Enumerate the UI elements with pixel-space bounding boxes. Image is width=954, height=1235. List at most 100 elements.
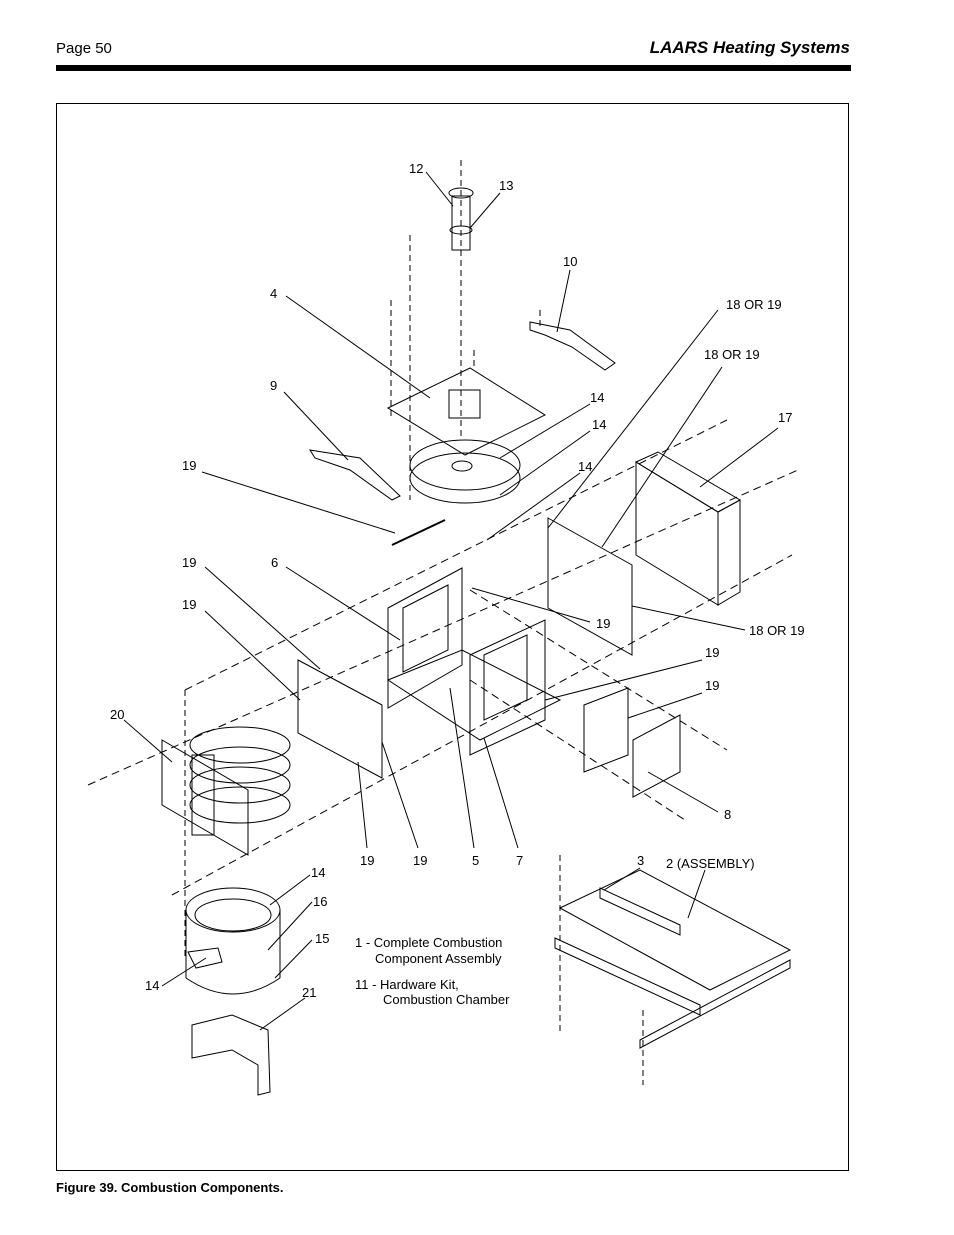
label-12: 12 bbox=[409, 161, 423, 176]
label-4: 4 bbox=[270, 286, 277, 301]
legend-item-1-line-2: Component Assembly bbox=[375, 951, 502, 966]
base-rail-front bbox=[554, 937, 701, 1016]
burner-can-top bbox=[185, 887, 281, 933]
coil-ring-3 bbox=[189, 766, 291, 804]
leader-19h bbox=[381, 741, 419, 849]
label-19-b: 19 bbox=[182, 555, 196, 570]
housing-side bbox=[717, 499, 741, 606]
housing-front bbox=[635, 461, 719, 606]
label-17: 17 bbox=[778, 410, 792, 425]
assembly-line-top bbox=[184, 419, 728, 691]
leader-10 bbox=[556, 269, 571, 333]
bracket-part-9 bbox=[308, 449, 401, 501]
leader-14b bbox=[499, 430, 591, 496]
leader-3 bbox=[603, 867, 641, 891]
cover-plate-8 bbox=[632, 714, 681, 798]
header-plate-20 bbox=[161, 739, 249, 856]
door-window bbox=[402, 584, 449, 673]
coil-ring-4 bbox=[189, 786, 291, 824]
label-15: 15 bbox=[315, 931, 329, 946]
leader-19b bbox=[204, 566, 321, 670]
side-panel-19 bbox=[297, 659, 383, 779]
top-plate-4 bbox=[386, 367, 547, 456]
label-19-h: 19 bbox=[413, 853, 427, 868]
baffle-part-10 bbox=[529, 321, 616, 371]
leader-21 bbox=[259, 997, 306, 1031]
leader-18-top bbox=[547, 309, 719, 529]
leader-15 bbox=[274, 939, 313, 979]
door-panel-6 bbox=[387, 567, 463, 709]
label-14-d: 14 bbox=[311, 865, 325, 880]
small-panel-19 bbox=[583, 687, 629, 773]
label-19-e: 19 bbox=[705, 645, 719, 660]
label-14-e: 14 bbox=[145, 978, 159, 993]
label-9: 9 bbox=[270, 378, 277, 393]
burner-can-bottom bbox=[185, 977, 281, 995]
figure-frame bbox=[56, 103, 849, 1171]
chamber-side-7 bbox=[469, 619, 546, 756]
leader-17 bbox=[699, 427, 779, 488]
label-16: 16 bbox=[313, 894, 327, 909]
label-19-a: 19 bbox=[182, 458, 196, 473]
flue-collar-band bbox=[449, 225, 473, 235]
legend-item-11-line-2: Combustion Chamber bbox=[383, 992, 510, 1007]
label-14-b: 14 bbox=[592, 417, 606, 432]
page-number: Page 50 bbox=[56, 40, 112, 57]
leader-14a bbox=[499, 403, 591, 459]
label-19-d: 19 bbox=[596, 616, 610, 631]
base-bracket-3 bbox=[599, 887, 681, 936]
label-14-a: 14 bbox=[590, 390, 604, 405]
leader-5 bbox=[449, 687, 475, 849]
label-19-g: 19 bbox=[360, 853, 374, 868]
burner-tab-14 bbox=[187, 947, 223, 969]
label-18-or-19-c: 18 OR 19 bbox=[749, 623, 805, 638]
coil-ring-2 bbox=[189, 746, 291, 784]
label-5: 5 bbox=[472, 853, 479, 868]
label-3: 3 bbox=[637, 853, 644, 868]
leader-14c bbox=[486, 472, 581, 541]
brand-title: LAARS Heating Systems bbox=[649, 38, 850, 57]
refractory-disc-bottom bbox=[409, 452, 521, 504]
base-frame-top bbox=[558, 869, 792, 991]
leader-16 bbox=[267, 901, 313, 951]
header-rule bbox=[56, 65, 851, 71]
leader-12 bbox=[425, 171, 454, 207]
label-18-or-19-a: 18 OR 19 bbox=[726, 297, 782, 312]
strip-19 bbox=[391, 519, 446, 546]
burner-can-inner bbox=[194, 898, 272, 932]
label-21: 21 bbox=[302, 985, 316, 1000]
legend-item-1-line-1: 1 - Complete Combustion bbox=[355, 935, 502, 950]
flue-collar-body bbox=[451, 195, 471, 251]
shield-part-21 bbox=[191, 1014, 271, 1096]
label-7: 7 bbox=[516, 853, 523, 868]
label-13: 13 bbox=[499, 178, 513, 193]
leader-6 bbox=[285, 566, 401, 641]
leader-18-mid bbox=[601, 366, 723, 548]
assembly-line-bottom bbox=[171, 554, 793, 896]
leader-9 bbox=[283, 391, 349, 461]
leader-19f bbox=[627, 692, 703, 719]
label-2-assembly: 2 (ASSEMBLY) bbox=[666, 856, 755, 871]
chamber-side-opening bbox=[483, 634, 528, 721]
top-plate-collar bbox=[448, 389, 481, 419]
coil-top bbox=[189, 726, 291, 764]
base-rail-bottom bbox=[639, 959, 791, 1049]
legend-item-11-line-1: 11 - Hardware Kit, bbox=[355, 977, 459, 992]
label-8: 8 bbox=[724, 807, 731, 822]
leader-19g bbox=[357, 761, 368, 849]
leader-8 bbox=[647, 771, 719, 813]
figure-caption: Figure 39. Combustion Components. bbox=[56, 1180, 284, 1195]
leader-13 bbox=[469, 192, 501, 229]
label-19-c: 19 bbox=[182, 597, 196, 612]
leader-20 bbox=[123, 719, 173, 763]
label-14-c: 14 bbox=[578, 459, 592, 474]
chamber-floor-5 bbox=[386, 649, 562, 741]
leader-2 bbox=[687, 869, 706, 919]
assembly-line-lower bbox=[469, 679, 686, 821]
refractory-disc-top bbox=[409, 439, 521, 491]
leader-14d bbox=[269, 874, 311, 906]
leader-14e bbox=[161, 957, 207, 987]
leader-18-low bbox=[631, 605, 746, 631]
label-6: 6 bbox=[271, 555, 278, 570]
